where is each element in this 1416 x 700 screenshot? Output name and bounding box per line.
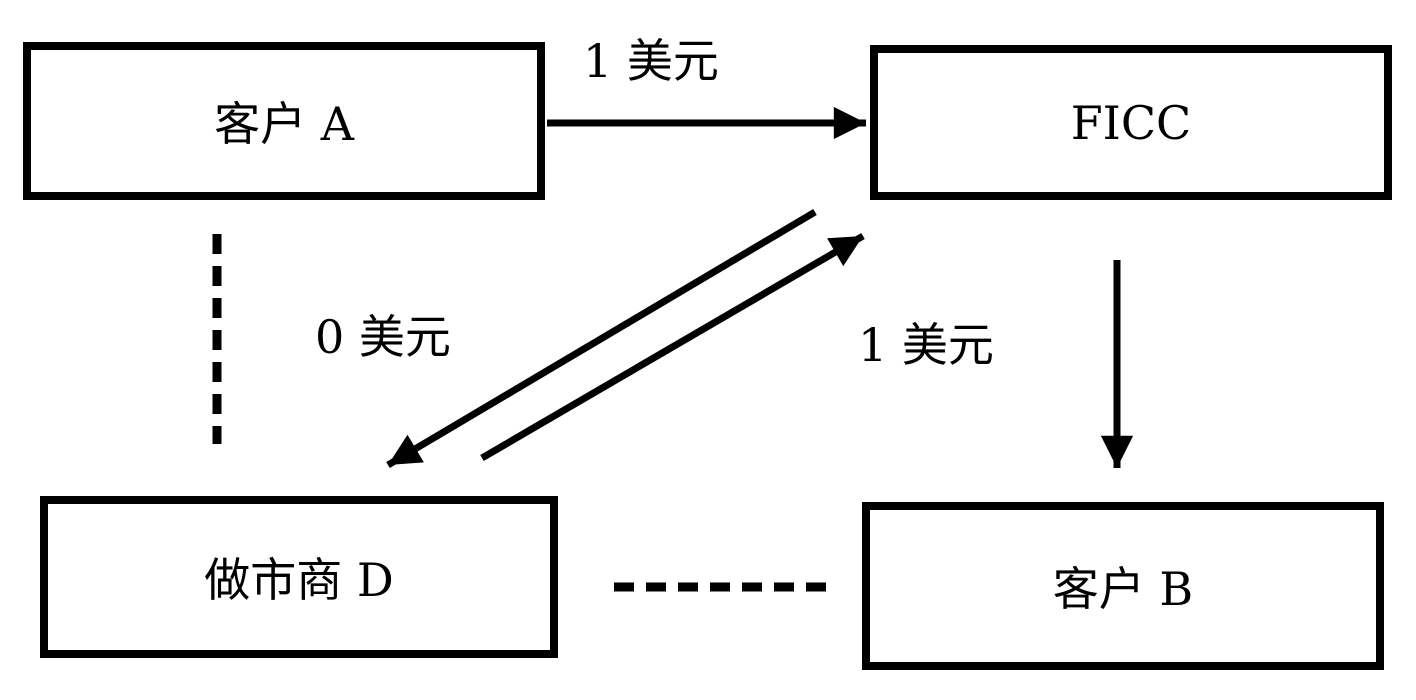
node-client-b-label: 客户 B [1052, 562, 1194, 616]
edge-label-ficc-d: 0 美元 [315, 310, 451, 364]
node-market-maker-d-label: 做市商 D [204, 553, 394, 607]
node-client-a-label: 客户 A [214, 97, 354, 151]
node-client-a: 客户 A [23, 42, 545, 200]
node-client-b: 客户 B [862, 502, 1384, 670]
node-ficc: FICC [870, 45, 1392, 200]
node-market-maker-d: 做市商 D [40, 496, 558, 658]
arrow-ficc-to-d [386, 208, 817, 469]
edge-label-a-to-ficc: 1 美元 [583, 34, 719, 88]
arrow-d-to-ficc [480, 232, 865, 462]
edge-label-ficc-to-b: 1 美元 [858, 318, 994, 372]
node-ficc-label: FICC [1070, 95, 1192, 150]
